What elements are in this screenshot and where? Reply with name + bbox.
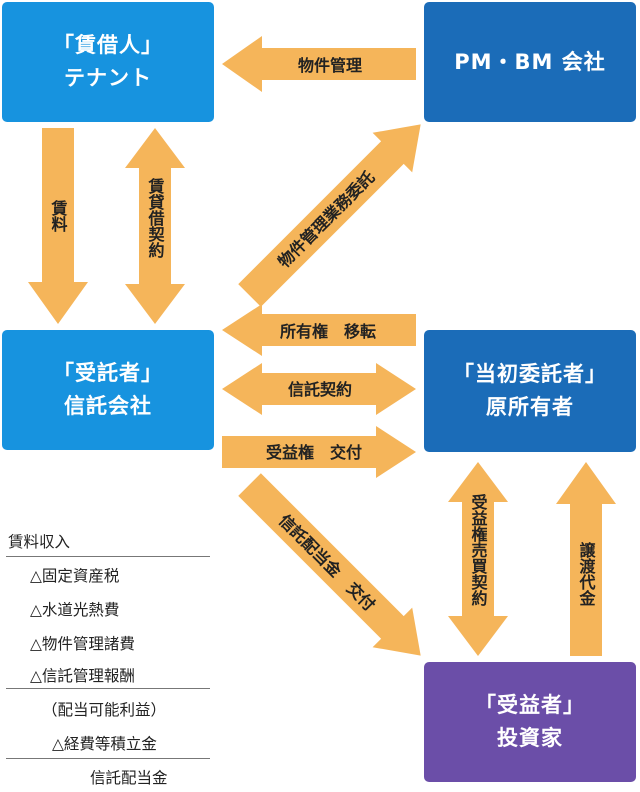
arrow-shape xyxy=(448,462,508,656)
arrow-label: 受益権売買契約 xyxy=(469,493,489,607)
ledger-divider xyxy=(6,688,210,689)
arrow-label: 賃料 xyxy=(49,199,69,233)
arrow-shape xyxy=(28,128,88,324)
arrow-pm-consignment: 物件管理業務委託 xyxy=(238,124,421,307)
pm-bm-company-name: PM・BM 会社 xyxy=(454,49,606,74)
ledger-row-distributable-profit: （配当可能利益） xyxy=(42,701,167,719)
pm-bm-company-box: PM・BM 会社 xyxy=(424,2,636,122)
ledger-divider xyxy=(6,556,210,557)
ledger-row-pm-expenses: △物件管理諸費 xyxy=(30,635,135,653)
original-owner-role: 「当初委託者」 xyxy=(453,362,607,386)
arrow-beneficial-right-sale-contract: 受益権売買契約 xyxy=(448,462,508,656)
arrow-shape xyxy=(238,124,421,307)
ledger-row-property-tax: △固定資産税 xyxy=(30,567,120,585)
original-owner-box: 「当初委託者」 原所有者 xyxy=(424,330,636,452)
beneficiary-role: 「受益者」 xyxy=(475,693,585,717)
ledger-row-trust-fee: △信託管理報酬 xyxy=(30,667,135,685)
arrow-shape xyxy=(222,363,416,415)
arrow-ownership-transfer: 所有権 移転 xyxy=(222,304,416,356)
beneficiary-box: 「受益者」 投資家 xyxy=(424,662,636,782)
arrow-shape xyxy=(222,426,416,478)
ledger-divider xyxy=(6,758,210,759)
arrow-transfer-price: 譲渡代金 xyxy=(556,462,616,656)
trustee-role: 「受託者」 xyxy=(53,361,163,385)
arrow-trust-dividend-delivery: 信託配当金 交付 xyxy=(238,473,421,656)
arrow-trust-contract: 信託契約 xyxy=(222,363,416,415)
arrow-label: 所有権 移転 xyxy=(280,322,376,341)
ledger-row-utilities: △水道光熱費 xyxy=(30,601,120,619)
arrow-label: 譲渡代金 xyxy=(577,541,597,606)
ledger-row-rent-income: 賃料収入 xyxy=(8,533,71,551)
arrow-label: 信託契約 xyxy=(288,380,352,399)
arrow-label: 物件管理業務委託 xyxy=(274,167,378,271)
arrow-label: 物件管理 xyxy=(298,56,362,75)
arrow-shape xyxy=(222,304,416,356)
arrow-shape xyxy=(556,462,616,656)
arrow-beneficial-right-delivery: 受益権 交付 xyxy=(222,426,416,478)
arrow-property-management: 物件管理 xyxy=(222,36,416,92)
beneficiary-name: 投資家 xyxy=(497,726,563,750)
arrow-label: 信託配当金 交付 xyxy=(275,511,379,615)
original-owner-name: 原所有者 xyxy=(486,395,574,419)
trustee-box: 「受託者」 信託会社 xyxy=(2,330,214,450)
ledger-row-reserve: △経費等積立金 xyxy=(52,735,157,753)
trustee-name: 信託会社 xyxy=(64,394,152,418)
arrow-lease-contract: 賃貸借契約 xyxy=(125,128,185,324)
ledger-row-trust-dividend: 信託配当金 xyxy=(90,769,168,787)
tenant-name: テナント xyxy=(64,66,152,90)
arrow-label: 受益権 交付 xyxy=(266,443,362,462)
arrow-rent: 賃料 xyxy=(28,128,88,324)
tenant-role: 「賃借人」 xyxy=(53,33,163,57)
arrow-shape xyxy=(238,473,421,656)
arrow-shape xyxy=(222,36,416,92)
arrow-shape xyxy=(125,128,185,324)
tenant-box: 「賃借人」 テナント xyxy=(2,2,214,122)
arrow-label: 賃貸借契約 xyxy=(146,177,166,259)
